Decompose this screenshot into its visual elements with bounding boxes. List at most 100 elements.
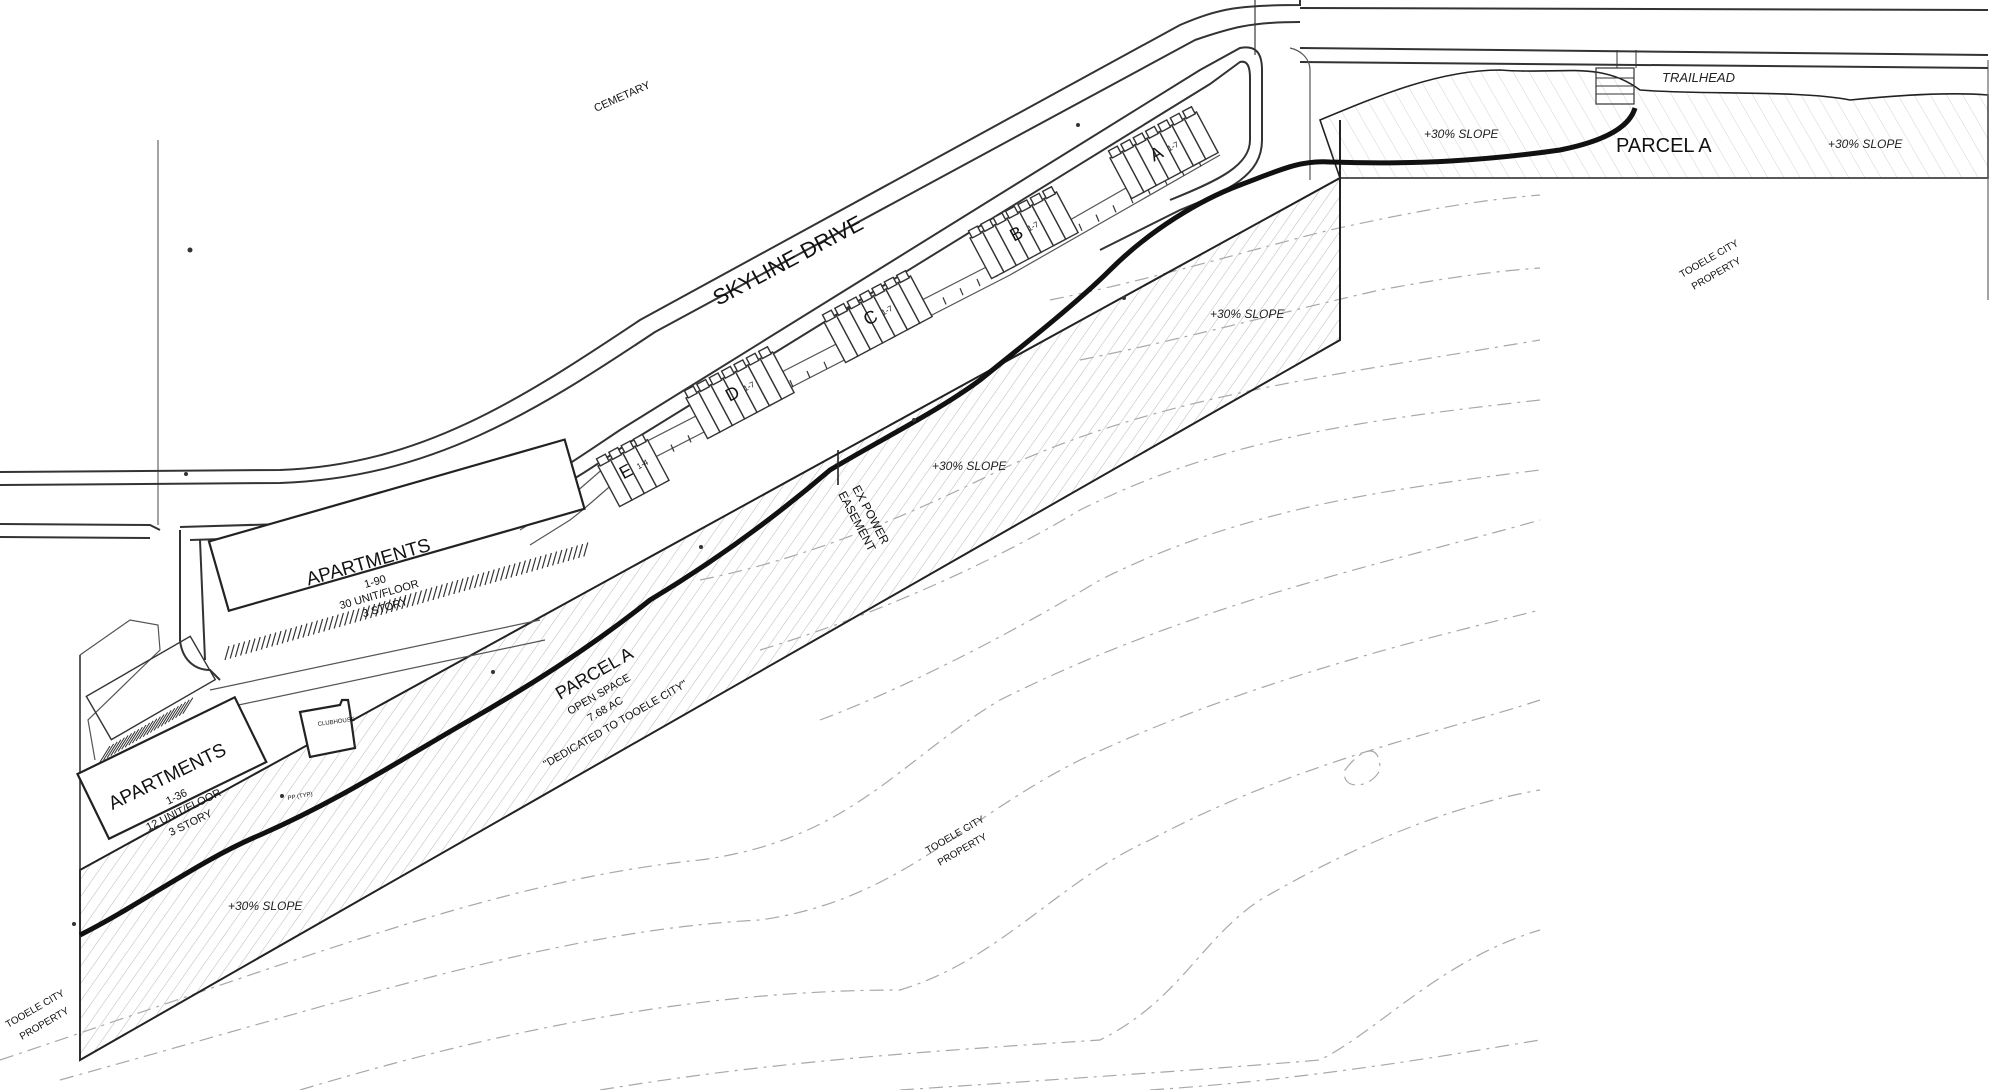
parking-stall [572, 545, 578, 560]
townhome-garage [757, 345, 773, 360]
townhome-garage [1132, 132, 1147, 146]
parking-stall [338, 612, 344, 628]
parking-stall [328, 615, 334, 631]
parking-stall [318, 618, 324, 634]
parking-stall [124, 731, 136, 748]
parking-stall [976, 278, 981, 287]
townhome-garage [620, 440, 635, 454]
parking-stall [354, 608, 360, 623]
parking-stall [453, 579, 459, 595]
property-lines [79, 0, 1989, 1060]
parking-stall [432, 585, 438, 601]
parking-stall [153, 714, 165, 731]
parking-stall [117, 735, 129, 752]
parking-stall [536, 555, 542, 571]
parking-stall [567, 546, 573, 562]
parking-stall [531, 557, 537, 572]
parking-stall [167, 705, 179, 723]
trail-path [78, 107, 1638, 938]
parking-stall [505, 564, 511, 580]
townhome-garage [992, 212, 1007, 226]
west-parking-lot [85, 635, 217, 741]
townhome-garage [1041, 185, 1057, 200]
townhome-garage [1144, 125, 1160, 140]
parking-stall [139, 722, 151, 740]
parking-stall [396, 596, 402, 611]
parking-stall [427, 587, 433, 602]
townhome-garage [595, 453, 611, 467]
parking-stall [142, 720, 154, 738]
parking-stall [406, 593, 412, 608]
parking-stall [260, 635, 266, 650]
townhome-garage [720, 365, 736, 380]
clubhouse-label: CLUBHOUSE [317, 717, 355, 728]
townhome-garage [821, 309, 837, 323]
apartments-small-footprint [75, 695, 268, 841]
parking-stall [359, 606, 365, 622]
townhome-garage [607, 446, 623, 461]
utility-poles [72, 123, 1126, 926]
parking-stall [458, 578, 464, 593]
parking-stall [515, 561, 521, 577]
parking-stall [255, 636, 261, 652]
parking-stall [500, 566, 506, 581]
townhome-garage [1119, 138, 1135, 153]
parking-stall [411, 591, 417, 607]
parking-stall [479, 572, 485, 587]
parking-stall [448, 581, 454, 596]
parking-stall [276, 630, 282, 646]
parking-stall [245, 639, 251, 655]
parking-stall [160, 710, 172, 727]
parking-stall [380, 600, 386, 616]
parking-stall [250, 638, 256, 653]
parking-stall [385, 599, 391, 614]
parking-stall [422, 588, 428, 604]
parking-stall [541, 554, 547, 569]
parking-stall [312, 620, 318, 635]
parking-stall [121, 733, 133, 750]
parking-stall [442, 582, 448, 598]
parking-stall [552, 551, 558, 566]
parking-stall [99, 745, 111, 763]
parking-stall [149, 716, 161, 733]
parking-stall [344, 611, 350, 626]
pp-typ-label: PP (TYP) [287, 792, 313, 802]
townhome-building-d: D1-7 [683, 345, 796, 440]
parking-stall [286, 627, 292, 643]
trailhead-parking [1595, 50, 1637, 105]
parking-stall [583, 542, 589, 557]
parking-stall [526, 558, 532, 574]
slope-label-4: +30% SLOPE [932, 459, 1007, 473]
townhome-garage [695, 378, 711, 393]
parking-stall [375, 602, 381, 617]
apartments-small [75, 695, 268, 841]
parking-stall [323, 617, 329, 632]
parking-stall [146, 718, 158, 735]
townhome-garage [846, 296, 861, 310]
parking-stall [823, 361, 828, 370]
parking-stall [292, 626, 298, 641]
parking-stall [474, 573, 480, 589]
west-parking-stalls [99, 697, 194, 763]
slope-label-5: +30% SLOPE [228, 899, 303, 913]
parking-stall [135, 724, 147, 742]
parking-stall [271, 632, 277, 647]
parking-stall [401, 594, 407, 610]
parking-stall [1095, 214, 1100, 222]
parking-stall [670, 444, 675, 452]
townhome-garage [1181, 105, 1197, 120]
slope-label-3: +30% SLOPE [1210, 307, 1285, 321]
parking-stall [229, 644, 235, 659]
townhome-garage [1016, 198, 1032, 213]
parking-stall [789, 379, 794, 388]
parking-stall [416, 590, 422, 605]
parking-stall [959, 287, 964, 296]
parking-stall [297, 624, 303, 640]
parking-stall [520, 560, 526, 575]
parking-stall [131, 726, 143, 744]
apartments-large-units: 1-90 [363, 573, 387, 591]
parking-stall [489, 569, 495, 584]
